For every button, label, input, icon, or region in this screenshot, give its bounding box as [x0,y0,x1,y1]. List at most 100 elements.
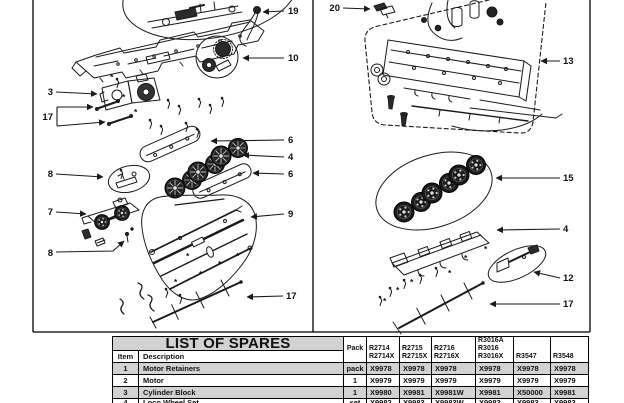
front-bogie-part-7 [81,197,140,247]
row-item-number: 1 [123,364,128,373]
retainer-clip-part-20 [373,2,396,19]
exploded-parts-diagram: * * * * * * * * * * * * * * 19 20 10 3 [32,0,591,335]
table-row: 4 Loco Wheel Set set X9982 X9983 X9983W … [113,398,588,403]
row-code: X9978 [399,363,431,374]
screw-pins-cluster [148,96,224,138]
row-item-number: 3 [123,388,128,397]
row-description: Motor Retainers [138,363,343,374]
row-code: X9983 [475,399,513,403]
bogie-screw-part-8 [124,227,134,243]
spring-wire-parts [119,282,155,315]
motor-cylinder-block-part-3 [99,73,161,111]
row-code: X9983W [431,399,475,403]
row-code: X9979 [550,375,588,386]
callout-8-lower-label: 8 [48,248,53,259]
callout-15: 15 [495,173,574,184]
callout-19: 19 [262,6,299,17]
row-code: X9983 [399,399,431,403]
wiring-harness-part-19 [239,6,261,47]
row-code: X9981 [550,387,588,398]
row-code: X9978 [550,363,588,374]
callout-17-right-label: 17 [563,299,574,310]
col-header-pack: Pack [343,337,366,362]
row-description: Loco Wheel Set [138,399,343,403]
callout-8-upper-label: 8 [48,169,53,180]
callout-17-left-label: 17 [42,112,53,123]
callout-17-left: 17 [42,103,106,127]
table-row: 2 Motor 1 X9979 X9979 X9979 X9979 X9979 … [113,374,588,386]
asterisk-mark: * [186,251,190,261]
callout-17-right: 17 [489,299,574,310]
col-header-description: Description [138,351,343,362]
asterisk-mark: * [383,296,387,306]
handrail-rod-part-17-right [392,281,485,335]
row-code: X9982 [366,399,399,403]
keeper-plate-part-4-right [378,231,490,306]
asterisk-mark: * [410,277,414,287]
row-item-number: 2 [123,376,128,385]
table-row: 3 Cylinder Block 1 X9980 X9981 X9981W X9… [113,386,588,398]
callout-7: 7 [48,207,87,218]
asterisk-mark: * [134,107,138,117]
callout-7-label: 7 [48,207,53,218]
row-code: X9979 [431,375,475,386]
table-header: LIST OF SPARES Item Description Pack R27… [113,337,588,362]
callout-20: 20 [329,3,371,14]
callout-8-lower: 8 [48,240,125,259]
row-code: X9979 [399,375,431,386]
callout-4-left-label: 4 [288,152,294,163]
chassis-underside-drawing [370,0,563,132]
row-code: X9979 [475,375,513,386]
diagram-frame [32,0,591,333]
asterisk-mark: * [218,259,222,269]
row-code: X9983 [550,399,588,403]
col-header-item: Item [117,352,134,361]
callout-9-label: 9 [288,209,293,220]
callout-17-middle: 17 [246,291,297,302]
row-description: Motor [138,375,343,386]
handrail-rod-part-17-middle [149,279,243,329]
callout-4-right: 4 [496,224,569,235]
asterisk-mark: * [484,244,488,254]
table-row: 1 Motor Retainers pack X9978 X9978 X9978… [113,362,588,374]
asterisk-mark: * [464,253,468,263]
callout-3-label: 3 [48,87,53,98]
table-title: LIST OF SPARES [113,337,343,352]
callout-13: 13 [540,56,574,67]
callout-4-right-label: 4 [563,224,569,235]
callout-17-middle-label: 17 [286,291,297,302]
callout-8-upper: 8 [48,169,104,180]
callout-6-upper-label: 6 [288,135,293,146]
callout-9: 9 [250,209,293,220]
callout-10: 10 [242,53,299,64]
chassis-top-drawing [71,19,265,83]
callout-6-lower: 6 [252,169,293,180]
row-code: X9981 [475,387,513,398]
callout-6-lower-label: 6 [288,169,293,180]
callout-10-label: 10 [288,53,299,64]
chassis-underside-boundary-part-13 [364,0,547,134]
loco-driving-wheels-part-4 [164,138,248,199]
col-header-r3547: R3547 [513,337,550,362]
callout-6-upper: 6 [210,135,293,146]
row-pack: 1 [343,375,366,386]
row-pack: set [343,399,366,403]
row-code: X9980 [366,387,399,398]
callout-19-label: 19 [288,6,299,17]
row-code: X9979 [513,375,550,386]
row-code: X9978 [431,363,475,374]
asterisk-mark: * [199,269,203,279]
list-of-spares-table: LIST OF SPARES Item Description Pack R27… [112,336,589,403]
callout-3: 3 [48,87,98,98]
callout-12-label: 12 [563,273,574,284]
coupling-rods-part-17-left [95,99,133,126]
row-description: Cylinder Block [138,387,343,398]
callout-4-left: 4 [242,151,294,163]
row-pack: 1 [343,387,366,398]
row-code: X9981 [399,387,431,398]
asterisk-marks: * * * * * * * * * * * * * * [110,72,488,306]
